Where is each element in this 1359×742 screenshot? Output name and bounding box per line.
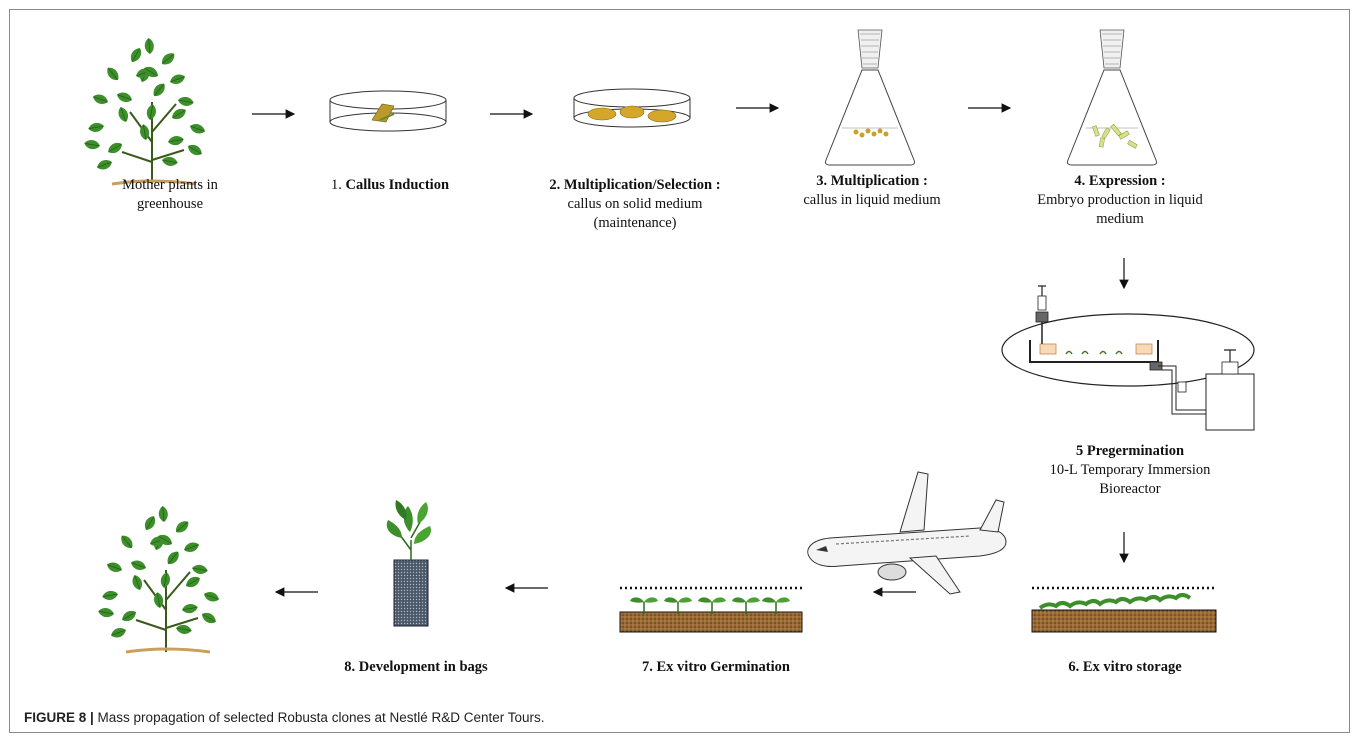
step-title: 4. Expression :: [1074, 173, 1166, 189]
final-plant-icon: [97, 506, 220, 652]
label-step-3: 3. Multiplication : callus in liquid med…: [782, 172, 962, 210]
step-title: 2. Multiplication/Selection :: [549, 177, 721, 193]
label-step-5: 5 Pregermination 10-L Temporary Immersio…: [1020, 442, 1240, 499]
step-title: 6. Ex vitro storage: [1068, 659, 1182, 675]
storage-tray-icon: [1031, 586, 1217, 633]
step-title: 7. Ex vitro Germination: [642, 659, 790, 675]
flask-liquid-callus-icon: [825, 29, 915, 166]
label-line: Bioreactor: [1099, 481, 1161, 497]
label-line: medium: [1096, 211, 1144, 227]
germination-tray-icon: [619, 586, 803, 633]
label-step-4: 4. Expression : Embryo production in liq…: [1010, 172, 1230, 229]
label-step-1: 1. Callus Induction: [300, 176, 480, 195]
label-mother-plants: Mother plants in greenhouse: [90, 176, 250, 214]
figure-frame: Mother plants in greenhouse 1. Callus In…: [9, 9, 1350, 733]
label-line: 10-L Temporary Immersion: [1049, 462, 1211, 478]
flask-embryo-production-icon: [1067, 29, 1157, 166]
label-step-8: 8. Development in bags: [326, 658, 506, 677]
step-number: 1.: [330, 177, 346, 193]
step-title: 5 Pregermination: [1075, 443, 1185, 459]
diagram-canvas: [10, 29, 1255, 733]
petri-dish-solid-medium-icon: [573, 88, 691, 128]
label-step-2: 2. Multiplication/Selection : callus on …: [530, 176, 740, 233]
label-line: Embryo production in liquid: [1037, 192, 1203, 208]
step-title: Callus Induction: [345, 177, 450, 193]
airplane-icon: [807, 471, 1007, 595]
label-line: callus in liquid medium: [803, 192, 941, 208]
label-line: greenhouse: [136, 196, 204, 212]
mother-plant-icon: [83, 38, 206, 184]
label-step-7: 7. Ex vitro Germination: [616, 658, 816, 677]
label-line: callus on solid medium: [567, 196, 703, 212]
seedling-bag-icon: [386, 500, 432, 627]
bioreactor-icon: [1001, 285, 1255, 431]
step-title: 3. Multiplication :: [816, 173, 928, 189]
label-step-6: 6. Ex vitro storage: [1030, 658, 1220, 677]
figure-caption: FIGURE 8 | Mass propagation of selected …: [24, 710, 1324, 725]
label-line: Mother plants in: [122, 177, 218, 193]
caption-text: Mass propagation of selected Robusta clo…: [93, 710, 545, 725]
label-line: 1. Callus Induction: [300, 176, 480, 195]
petri-dish-callus-induction-icon: [329, 90, 447, 132]
caption-label: FIGURE 8 |: [24, 710, 94, 725]
label-line: (maintenance): [593, 215, 677, 231]
step-title: 8. Development in bags: [344, 659, 488, 675]
